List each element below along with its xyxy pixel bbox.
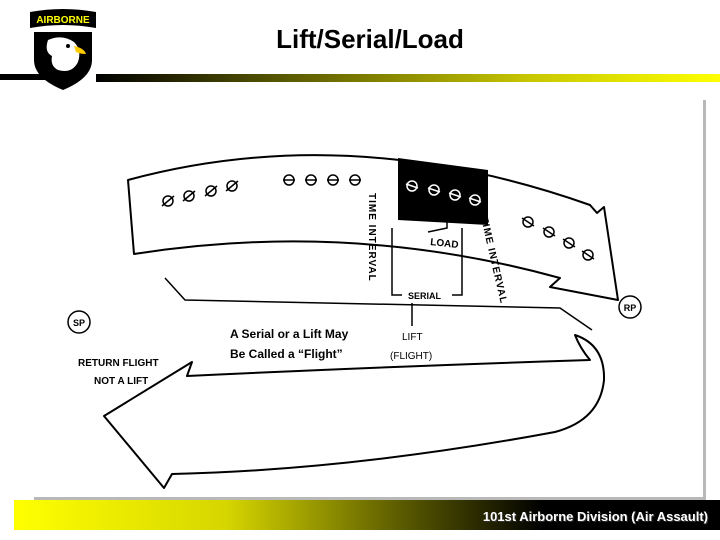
time-interval-left-label: TIME INTERVAL — [366, 193, 377, 282]
aircraft-group-2 — [283, 174, 361, 186]
flight-label: (FLIGHT) — [390, 351, 432, 362]
load-pointer — [427, 213, 448, 233]
title-rule-left — [0, 74, 60, 80]
sp-marker: SP — [67, 310, 91, 334]
logo-tab-text: AIRBORNE — [36, 15, 90, 26]
footer-bar — [14, 500, 720, 530]
aircraft-group-3 — [405, 180, 482, 206]
footer-text: 101st Airborne Division (Air Assault) — [482, 509, 708, 524]
slide-title: Lift/Serial/Load — [276, 24, 464, 54]
serial-label: SERIAL — [408, 291, 442, 301]
load-label: LOAD — [430, 237, 459, 251]
return-arrow — [103, 334, 606, 489]
rp-label: RP — [624, 303, 637, 313]
forward-arrow — [127, 154, 619, 301]
lift-bracket — [164, 277, 593, 331]
aircraft-group-4 — [521, 216, 595, 261]
note-line-2: Be Called a “Flight” — [230, 347, 343, 361]
return-flight-line-2: NOT A LIFT — [94, 376, 148, 387]
load-block — [398, 158, 488, 225]
sp-label: SP — [73, 318, 85, 328]
serial-bracket — [391, 228, 463, 296]
aircraft-group-1 — [161, 180, 239, 207]
title-rule-gradient — [96, 74, 720, 82]
rp-marker: RP — [618, 295, 642, 319]
lift-label: LIFT — [402, 332, 423, 343]
return-flight-line-1: RETURN FLIGHT — [78, 358, 159, 369]
note-line-1: A Serial or a Lift May — [230, 327, 349, 341]
